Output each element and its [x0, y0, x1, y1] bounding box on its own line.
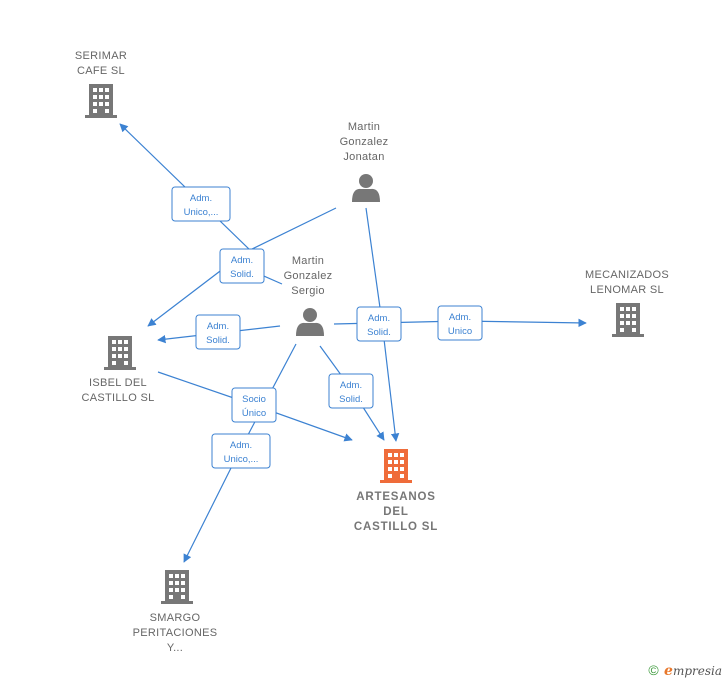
edge-label-e8-line1: Adm. [230, 440, 252, 451]
edge-label-e7[interactable]: Socio Único [231, 387, 277, 423]
node-jonatan-label-1: Martin [348, 121, 380, 133]
edge-label-e7-line2: Único [242, 408, 266, 419]
node-artesanos-label-1: ARTESANOS [356, 491, 435, 503]
edge-label-e5-line2: Unico [448, 326, 472, 337]
edge-label-e8-line2: Unico,... [224, 454, 259, 465]
node-serimar-label-1: SERIMAR [75, 50, 127, 62]
edge-label-e3[interactable]: Adm. Solid. [195, 314, 241, 350]
node-jonatan-label-2: Gonzalez [340, 136, 389, 148]
node-sergio-label-1: Martin [292, 255, 324, 267]
edge-label-e4-line2: Solid. [367, 327, 391, 338]
edge-label-e2-line2: Solid. [230, 269, 254, 280]
edge-label-e7-line1: Socio [242, 394, 266, 405]
edge-label-e3-line1: Adm. [207, 321, 229, 332]
node-mecanizados[interactable]: MECANIZADOS LENOMAR SL [585, 269, 669, 337]
node-smargo[interactable]: SMARGO PERITACIONES Y... [133, 570, 218, 654]
person-icon [352, 174, 380, 202]
node-artesanos-label-2: DEL [383, 506, 408, 518]
node-smargo-label-1: SMARGO [150, 612, 201, 624]
edge-label-e3-line2: Solid. [206, 335, 230, 346]
node-mecanizados-label-1: MECANIZADOS [585, 269, 669, 281]
node-sergio-label-3: Sergio [291, 285, 325, 297]
edge-label-e4-line1: Adm. [368, 313, 390, 324]
copyright-icon: © [648, 662, 659, 678]
building-icon [612, 303, 644, 337]
node-martin-jonatan[interactable]: Martin Gonzalez Jonatan [340, 121, 389, 202]
edge-label-e8[interactable]: Adm. Unico,... [211, 433, 271, 469]
node-martin-sergio[interactable]: Martin Gonzalez Sergio [284, 255, 333, 336]
node-jonatan-label-3: Jonatan [343, 151, 384, 163]
building-icon [85, 84, 117, 118]
node-isbel-label-1: ISBEL DEL [89, 377, 147, 389]
building-icon [104, 336, 136, 370]
node-smargo-label-2: PERITACIONES [133, 627, 218, 639]
node-artesanos-label-3: CASTILLO SL [354, 521, 438, 533]
node-serimar-label-2: CAFE SL [77, 65, 125, 77]
building-icon [380, 449, 412, 483]
edge-label-e4[interactable]: Adm. Solid. [356, 306, 402, 342]
brand-name: mpresia [672, 664, 722, 678]
node-isbel-label-2: CASTILLO SL [82, 392, 155, 404]
edge-label-e6-line1: Adm. [340, 380, 362, 391]
node-mecanizados-label-2: LENOMAR SL [590, 284, 664, 296]
edge-label-e1[interactable]: Adm. Unico,... [171, 186, 231, 222]
edge-label-e6-line2: Solid. [339, 394, 363, 405]
edge-label-e5-line1: Adm. [449, 312, 471, 323]
edge-label-e2[interactable]: Adm. Solid. [219, 248, 265, 284]
node-artesanos[interactable]: ARTESANOS DEL CASTILLO SL [354, 449, 438, 533]
edge-label-e2-line1: Adm. [231, 255, 253, 266]
node-smargo-label-3: Y... [167, 642, 183, 654]
node-sergio-label-2: Gonzalez [284, 270, 333, 282]
edge-label-e6[interactable]: Adm. Solid. [328, 373, 374, 409]
person-icon [296, 308, 324, 336]
edge-label-e1-line1: Adm. [190, 193, 212, 204]
edge-label-e5[interactable]: Adm. Unico [437, 305, 483, 341]
edge-label-e1-line2: Unico,... [184, 207, 219, 218]
empresia-watermark: © empresia [648, 662, 722, 679]
node-isbel[interactable]: ISBEL DEL CASTILLO SL [82, 336, 155, 404]
brand-initial: e [664, 663, 673, 679]
building-icon [161, 570, 193, 604]
node-serimar[interactable]: SERIMAR CAFE SL [75, 50, 127, 118]
